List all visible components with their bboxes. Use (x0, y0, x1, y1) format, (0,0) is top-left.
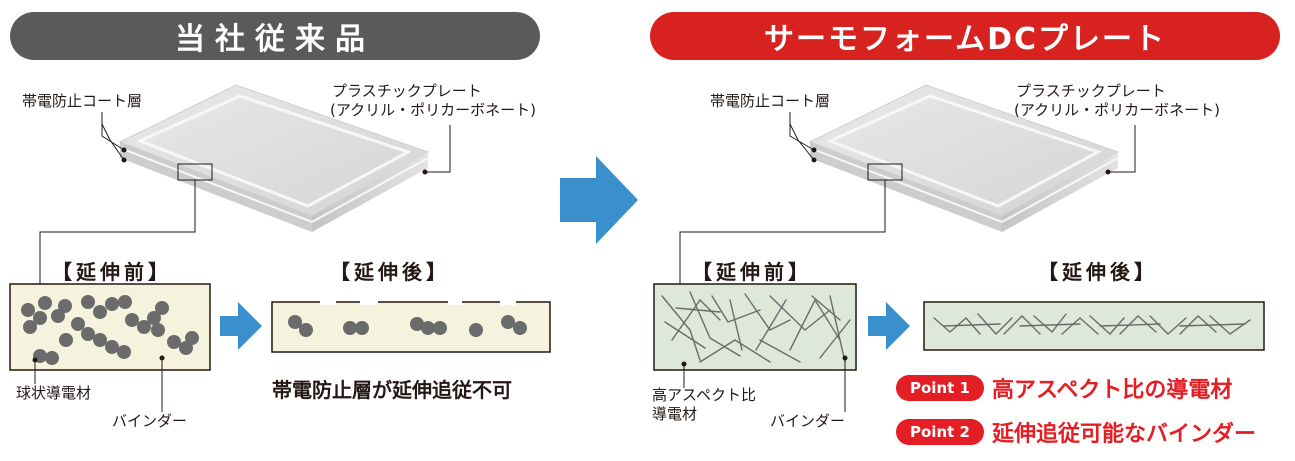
point-2-text: 延伸追従可能なバインダー (991, 422, 1256, 447)
right-coat-label: 帯電防止コート層 (710, 92, 831, 110)
fiber-conductors-before (661, 291, 851, 363)
right-leader-lines (679, 112, 1136, 285)
right-before-label: 【延伸前】 (692, 260, 812, 284)
fiber-label-2: 導電材 (652, 405, 698, 423)
spherical-particles-after (288, 315, 527, 337)
point-1: Point 1 高アスペクト比の導電材 (896, 372, 1232, 404)
right-plastic-plate (808, 84, 1120, 232)
right-small-arrow (868, 302, 910, 350)
point-2-badge: Point 2 (896, 419, 984, 445)
point-2: Point 2 延伸追従可能なバインダー (896, 416, 1256, 448)
right-before-binder (653, 283, 857, 371)
left-banner: 当社従来品 (10, 12, 540, 60)
left-leader-lines (39, 112, 451, 285)
right-before-leaders (681, 355, 848, 412)
transition-arrow (560, 156, 638, 244)
right-banner: サーモフォームDCプレート (650, 12, 1280, 60)
right-after-label: 【延伸後】 (1038, 260, 1158, 284)
left-plate-label-1: プラスチックプレート (332, 82, 482, 100)
left-binder-label: バインダー (112, 412, 188, 430)
fiber-label-1: 高アスペクト比 (652, 386, 756, 404)
right-after-binder (923, 301, 1265, 351)
left-after-label: 【延伸後】 (330, 260, 450, 284)
left-result-caption: 帯電防止層が延伸追従不可 (272, 378, 512, 402)
left-plastic-plate (118, 84, 430, 232)
point-1-badge: Point 1 (896, 375, 984, 401)
left-before-label: 【延伸前】 (52, 260, 172, 284)
point-1-text: 高アスペクト比の導電材 (991, 378, 1233, 403)
left-coat-label: 帯電防止コート層 (22, 92, 143, 110)
spherical-particles-before (21, 295, 199, 365)
left-before-leaders (32, 355, 165, 412)
right-plate-label-1: プラスチックプレート (1016, 82, 1166, 100)
fiber-conductors-after (933, 313, 1251, 336)
right-binder-label: バインダー (770, 412, 846, 430)
spherical-particle-label: 球状導電材 (16, 384, 92, 402)
left-plate-label-2: (アクリル・ポリカーボネート) (330, 101, 536, 119)
right-plate-label-2: (アクリル・ポリカーボネート) (1014, 101, 1220, 119)
left-small-arrow (220, 302, 262, 350)
